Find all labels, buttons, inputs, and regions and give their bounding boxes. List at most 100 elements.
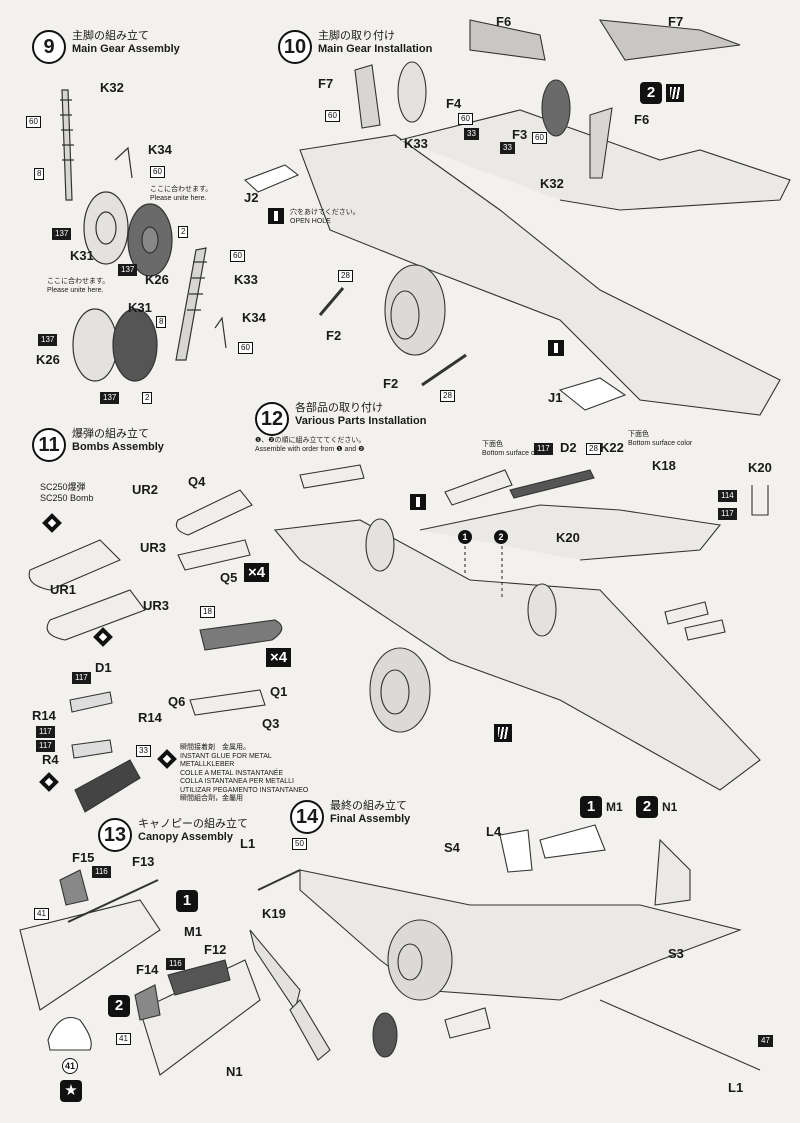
step-title-jp: 各部品の取り付け bbox=[295, 402, 383, 414]
part-label: UR2 bbox=[132, 482, 159, 497]
color-tag: 60 bbox=[150, 166, 165, 178]
part-label: K32 bbox=[540, 176, 564, 191]
step-13-heading: 13 キャノピーの組み立て Canopy Assembly bbox=[98, 818, 248, 852]
step-number: 12 bbox=[255, 402, 289, 436]
part-label: K20 bbox=[748, 460, 772, 475]
color-tag: 33 bbox=[136, 745, 151, 757]
part-label: S3 bbox=[668, 946, 684, 961]
color-tag: 41 bbox=[34, 908, 49, 920]
part-label: UR3 bbox=[143, 598, 170, 613]
wheel-k31 bbox=[83, 191, 129, 265]
variant-indicator: 1 bbox=[176, 890, 198, 912]
part-label: Q5 bbox=[220, 570, 238, 585]
wheel-10a bbox=[397, 61, 427, 123]
step-order-2-badge: 2 bbox=[494, 530, 508, 544]
step13-drawing bbox=[19, 869, 261, 1076]
part-label: UR1 bbox=[50, 582, 77, 597]
part-label: F13 bbox=[132, 854, 155, 869]
step-title-en: Main Gear Assembly bbox=[72, 43, 180, 55]
part-label: R14 bbox=[32, 708, 56, 723]
unite-note: ここに合わせます。Please unite here. bbox=[47, 278, 110, 294]
part-label: F15 bbox=[72, 850, 95, 865]
color-tag: 137 bbox=[100, 392, 120, 404]
part-label: K34 bbox=[148, 142, 172, 157]
part-label: Q3 bbox=[262, 716, 280, 731]
part-label: Q6 bbox=[168, 694, 186, 709]
part-label: R14 bbox=[138, 710, 162, 725]
step-number: 9 bbox=[32, 30, 66, 64]
part-41-badge: 41 bbox=[62, 1058, 78, 1074]
strut-k33 bbox=[175, 247, 207, 361]
part-label: Q4 bbox=[188, 474, 206, 489]
color-tag: 60 bbox=[26, 116, 41, 128]
part-label: F2 bbox=[326, 328, 342, 343]
step-number: 11 bbox=[32, 428, 66, 462]
drill-hole-icon bbox=[268, 208, 284, 224]
part-label: F14 bbox=[136, 962, 159, 977]
step-title-en: Various Parts Installation bbox=[295, 415, 427, 427]
step-number: 13 bbox=[98, 818, 132, 852]
star-icon: ★ bbox=[60, 1080, 82, 1102]
variant-1-badge: 1 bbox=[580, 796, 602, 818]
color-tag: 18 bbox=[200, 606, 215, 618]
step-12-heading: 12 各部品の取り付け Various Parts Installation bbox=[255, 402, 426, 436]
part-label: K34 bbox=[242, 310, 266, 325]
part-label: F12 bbox=[204, 942, 227, 957]
engine-10 bbox=[384, 264, 446, 356]
part-label: F4 bbox=[446, 96, 462, 111]
step12-drawing bbox=[273, 464, 769, 791]
color-tag: 28 bbox=[586, 443, 601, 455]
variant-indicator: 1 M1 bbox=[580, 796, 623, 818]
color-tag: 2 bbox=[178, 226, 189, 238]
quantity-x4: ×4 bbox=[266, 648, 292, 667]
color-tag: 8 bbox=[156, 316, 167, 328]
color-tag: 41 bbox=[116, 1033, 131, 1045]
variant-indicator: 2 bbox=[108, 995, 130, 1017]
part-label: F7 bbox=[318, 76, 334, 91]
color-tag: 117 bbox=[534, 443, 553, 455]
part-label: N1 bbox=[662, 800, 678, 814]
step9-drawing bbox=[60, 89, 227, 382]
step-title-jp: 主脚の取り付け bbox=[318, 30, 395, 42]
quantity-x4: ×4 bbox=[244, 563, 270, 582]
wing-10 bbox=[299, 134, 781, 416]
color-tag: 117 bbox=[72, 672, 91, 684]
part-label: D1 bbox=[95, 660, 112, 675]
color-tag: 28 bbox=[338, 270, 353, 282]
part-label: K31 bbox=[70, 248, 94, 263]
color-tag: 60 bbox=[230, 250, 245, 262]
order-note: ❶、❷の順に組み立ててください。Assemble with order from… bbox=[255, 437, 366, 453]
paint-icon bbox=[494, 724, 512, 742]
paint-icon bbox=[666, 84, 684, 102]
variant-1-badge: 1 bbox=[176, 890, 198, 912]
color-tag: 8 bbox=[34, 168, 45, 180]
variant-2-badge: 2 bbox=[636, 796, 658, 818]
step-11-heading: 11 爆弾の組み立て Bombs Assembly bbox=[32, 428, 164, 462]
drill-hole-icon bbox=[548, 340, 564, 356]
step-10-heading: 10 主脚の取り付け Main Gear Installation bbox=[278, 30, 432, 64]
variant-indicator: 2 N1 bbox=[636, 796, 677, 818]
step14-drawing bbox=[249, 824, 761, 1071]
color-tag: 114 bbox=[718, 490, 737, 502]
part-label: S4 bbox=[444, 840, 460, 855]
color-tag: 137 bbox=[118, 264, 138, 276]
unite-note: ここに合わせます。Please unite here. bbox=[150, 186, 213, 202]
color-tag: 60 bbox=[532, 132, 547, 144]
part-label: F6 bbox=[496, 14, 512, 29]
part-label: K33 bbox=[234, 272, 258, 287]
part-label: N1 bbox=[226, 1064, 243, 1079]
star-indicator: ★ bbox=[60, 1080, 82, 1102]
color-tag: 33 bbox=[464, 128, 479, 140]
part-label: K26 bbox=[36, 352, 60, 367]
part-label: L4 bbox=[486, 824, 502, 839]
part-label: L1 bbox=[728, 1080, 744, 1095]
step-order-1-badge: 1 bbox=[458, 530, 472, 544]
part-label: J2 bbox=[244, 190, 259, 205]
step10-drawing bbox=[243, 19, 791, 416]
part-label: F3 bbox=[512, 127, 528, 142]
step-title-jp: キャノピーの組み立て bbox=[138, 818, 248, 830]
